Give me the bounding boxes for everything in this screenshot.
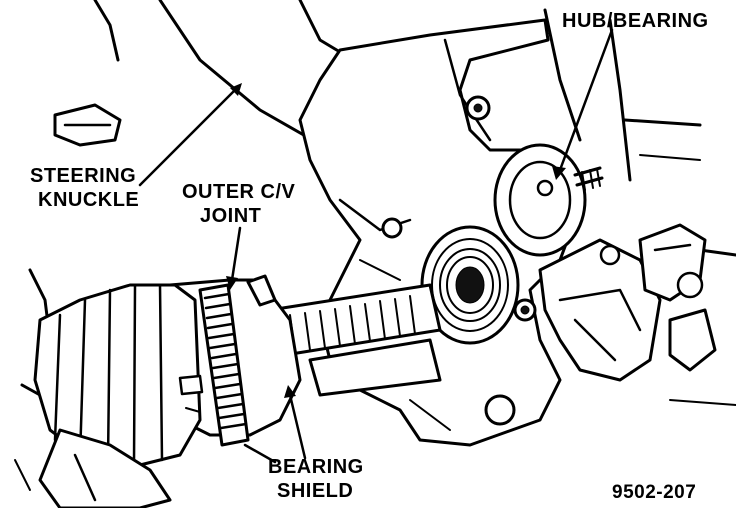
right-bracket	[538, 223, 717, 382]
center-bearing-ring	[420, 225, 520, 345]
callout-labels: HUB/BEARING STEERING KNUCKLE OUTER C/V J…	[30, 10, 709, 503]
label-bearing-shield-line1: BEARING	[268, 456, 364, 478]
hand-left	[38, 428, 172, 510]
drive-shaft	[268, 283, 442, 397]
label-bearing-shield-line2: SHIELD	[277, 480, 353, 502]
label-outer-cv-line1: OUTER C/V	[182, 181, 296, 203]
label-outer-cv-line2: JOINT	[200, 205, 261, 227]
figure-id: 9502-207	[612, 482, 696, 503]
outer-cv-joint	[168, 274, 302, 447]
hub-bearing-assembly	[493, 143, 604, 257]
cv-boot	[33, 283, 204, 467]
frame-outlines	[14, 0, 736, 491]
label-steering-knuckle-line1: STEERING	[30, 165, 136, 187]
knuckle-top-detail	[53, 103, 122, 147]
label-hub-bearing: HUB/BEARING	[562, 10, 709, 32]
label-steering-knuckle-line2: KNUCKLE	[38, 189, 139, 211]
leader-lines	[138, 28, 614, 464]
